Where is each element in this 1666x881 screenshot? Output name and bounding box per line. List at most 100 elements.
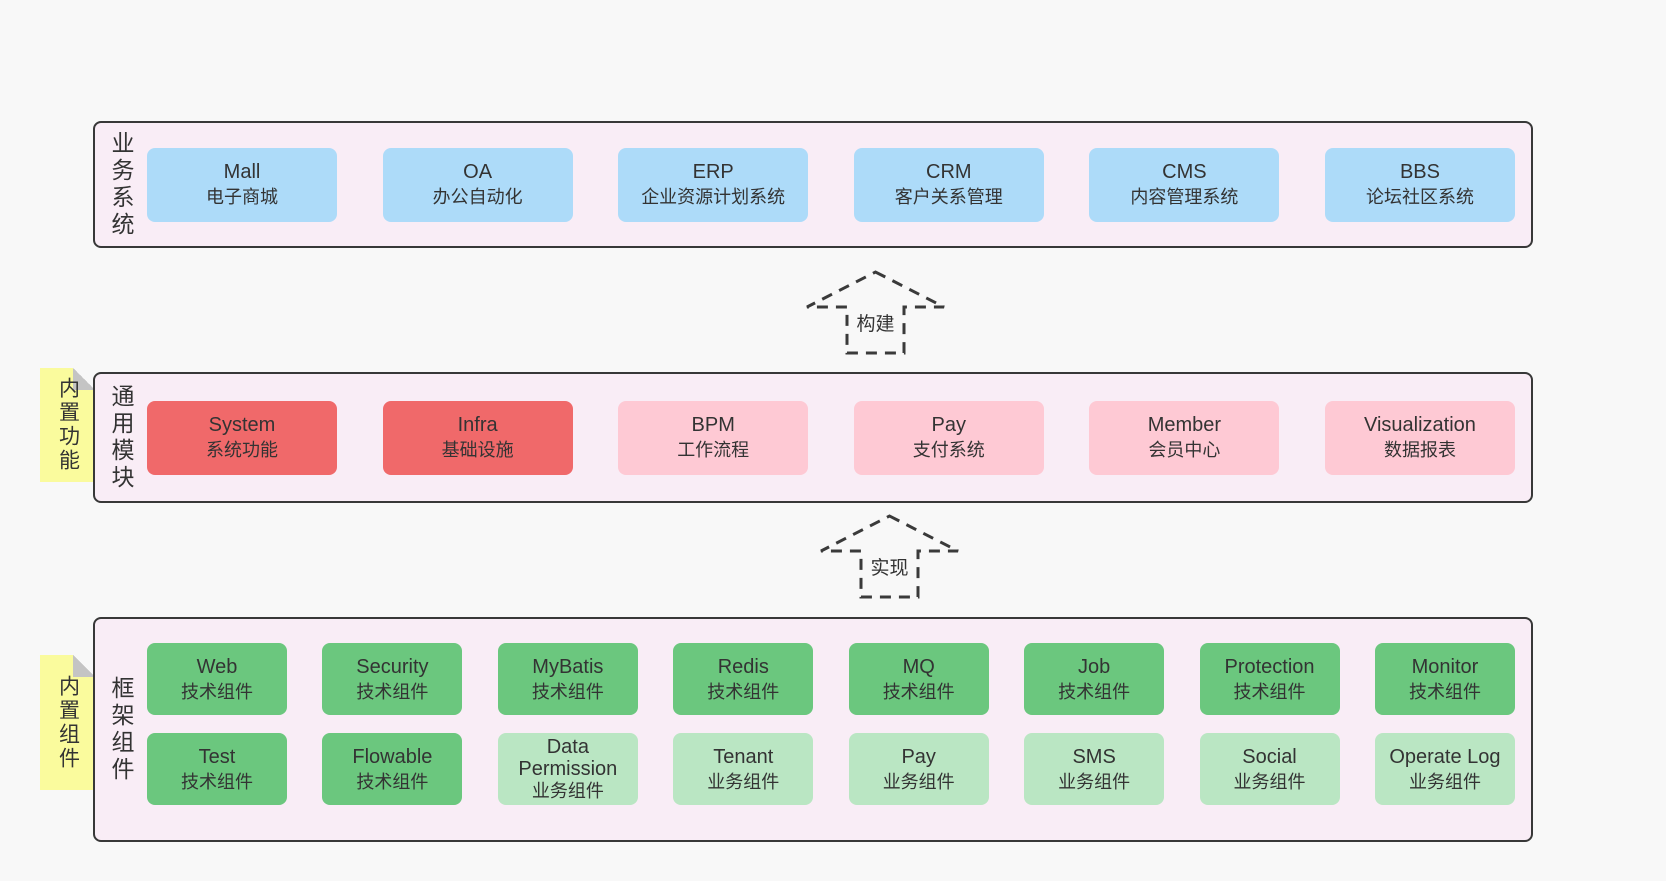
box-tenant: Tenant 业务组件 (673, 733, 814, 805)
box-subtitle: 业务组件 (707, 771, 780, 792)
box-pay-system: Pay 支付系统 (853, 400, 1044, 475)
sticky-note-built-in-components: 内置组件 (40, 655, 95, 790)
box-subtitle: 系统功能 (206, 440, 278, 460)
box-title: Member (1147, 414, 1222, 436)
box-title: Tenant (713, 745, 774, 768)
arrow-build: 构建 (804, 269, 947, 356)
box-title: Protection (1224, 655, 1315, 678)
box-subtitle: 技术组件 (1058, 681, 1131, 702)
arrow-implement: 实现 (818, 513, 961, 600)
box-oa: OA 办公自动化 (382, 147, 573, 222)
box-subtitle: 会员中心 (1148, 440, 1221, 460)
box-subtitle: 办公自动化 (432, 187, 523, 207)
business-systems-row: Mall 电子商城 OA 办公自动化 ERP 企业资源计划系统 CRM 客户关系… (147, 123, 1531, 246)
layer-business-systems: 业务系统 Mall 电子商城 OA 办公自动化 ERP 企业资源计划系统 CRM… (93, 121, 1533, 248)
box-subtitle: 技术组件 (356, 681, 429, 702)
box-title: Social (1242, 745, 1297, 768)
box-bbs: BBS 论坛社区系统 (1324, 147, 1515, 222)
box-subtitle: 技术组件 (181, 681, 253, 702)
box-subtitle: 工作流程 (677, 440, 750, 460)
sticky-note-label: 内置组件 (56, 674, 80, 771)
box-mall: Mall 电子商城 (147, 147, 337, 222)
box-title: Operate Log (1389, 745, 1501, 768)
box-title: Web (196, 655, 238, 678)
box-title: Data Permission (518, 736, 618, 780)
box-visualization: Visualization 数据报表 (1324, 400, 1515, 475)
box-title: Flowable (352, 745, 433, 768)
box-subtitle: 企业资源计划系统 (641, 187, 786, 207)
box-subtitle: 业务组件 (1233, 771, 1306, 792)
box-pay-component: Pay 业务组件 (848, 733, 989, 805)
box-subtitle: 技术组件 (356, 771, 429, 792)
box-title: SMS (1072, 745, 1116, 768)
box-title: OA (463, 161, 493, 183)
box-subtitle: 技术组件 (1233, 681, 1306, 702)
box-bpm: BPM 工作流程 (618, 400, 809, 475)
box-subtitle: 业务组件 (531, 781, 604, 801)
box-title: Pay (931, 414, 967, 436)
box-subtitle: 基础设施 (441, 440, 514, 460)
box-web: Web 技术组件 (147, 643, 287, 715)
up-arrow-icon (820, 514, 959, 599)
box-cms: CMS 内容管理系统 (1089, 147, 1280, 222)
box-title: Monitor (1411, 655, 1479, 678)
sticky-note-built-in-features: 内置功能 (40, 368, 95, 482)
box-title: CRM (926, 161, 972, 183)
box-job: Job 技术组件 (1024, 643, 1165, 715)
box-crm: CRM 客户关系管理 (853, 147, 1044, 222)
box-title: Job (1077, 655, 1111, 678)
box-title: Mall (223, 161, 261, 183)
up-arrow-icon (806, 270, 945, 355)
box-subtitle: 电子商城 (206, 187, 278, 207)
box-subtitle: 内容管理系统 (1130, 187, 1239, 207)
layer-title: 框架组件 (108, 675, 134, 784)
box-subtitle: 技术组件 (707, 681, 780, 702)
box-protection: Protection 技术组件 (1199, 643, 1340, 715)
box-subtitle: 技术组件 (531, 681, 604, 702)
box-redis: Redis 技术组件 (673, 643, 814, 715)
framework-row-1: Web 技术组件 Security 技术组件 MyBatis 技术组件 Redi… (147, 634, 1515, 724)
box-title: Test (198, 745, 236, 768)
box-infra: Infra 基础设施 (382, 400, 573, 475)
box-subtitle: 技术组件 (181, 771, 253, 792)
layer-common-modules: 通用模块 System 系统功能 Infra 基础设施 BPM 工作流程 Pay… (93, 372, 1533, 503)
box-erp: ERP 企业资源计划系统 (618, 147, 809, 222)
layer-title: 业务系统 (108, 130, 134, 239)
box-title: System (208, 414, 276, 436)
framework-components-rows: Web 技术组件 Security 技术组件 MyBatis 技术组件 Redi… (147, 619, 1531, 840)
box-subtitle: 业务组件 (1058, 771, 1131, 792)
common-modules-row: System 系统功能 Infra 基础设施 BPM 工作流程 Pay 支付系统… (147, 374, 1531, 501)
layer-framework-components: 框架组件 Web 技术组件 Security 技术组件 MyBatis 技术组件… (93, 617, 1533, 842)
box-social: Social 业务组件 (1199, 733, 1340, 805)
box-test: Test 技术组件 (147, 733, 287, 805)
box-title: Security (356, 655, 429, 678)
box-flowable: Flowable 技术组件 (322, 733, 463, 805)
box-operate-log: Operate Log 业务组件 (1374, 733, 1515, 805)
box-security: Security 技术组件 (322, 643, 463, 715)
box-sms: SMS 业务组件 (1024, 733, 1165, 805)
box-subtitle: 技术组件 (1408, 681, 1481, 702)
box-subtitle: 论坛社区系统 (1365, 187, 1474, 207)
box-title: Visualization (1364, 414, 1476, 436)
box-mybatis: MyBatis 技术组件 (497, 643, 638, 715)
box-subtitle: 客户关系管理 (894, 187, 1003, 207)
box-subtitle: 数据报表 (1383, 440, 1456, 460)
box-data-permission: Data Permission 业务组件 (497, 733, 638, 805)
box-title: BBS (1399, 161, 1440, 183)
box-mq: MQ 技术组件 (848, 643, 989, 715)
box-subtitle: 业务组件 (882, 771, 955, 792)
box-title: CMS (1162, 161, 1207, 183)
box-subtitle: 支付系统 (912, 440, 985, 460)
box-system: System 系统功能 (147, 400, 337, 475)
box-title: MyBatis (532, 655, 604, 678)
box-member: Member 会员中心 (1089, 400, 1280, 475)
box-title: Pay (901, 745, 936, 768)
box-title: ERP (692, 161, 734, 183)
layer-title: 通用模块 (108, 383, 134, 492)
box-title: MQ (902, 655, 935, 678)
box-monitor: Monitor 技术组件 (1374, 643, 1515, 715)
arrow-label: 实现 (866, 553, 913, 580)
box-subtitle: 技术组件 (882, 681, 955, 702)
sticky-note-label: 内置功能 (56, 377, 80, 473)
arrow-label: 构建 (852, 309, 899, 336)
